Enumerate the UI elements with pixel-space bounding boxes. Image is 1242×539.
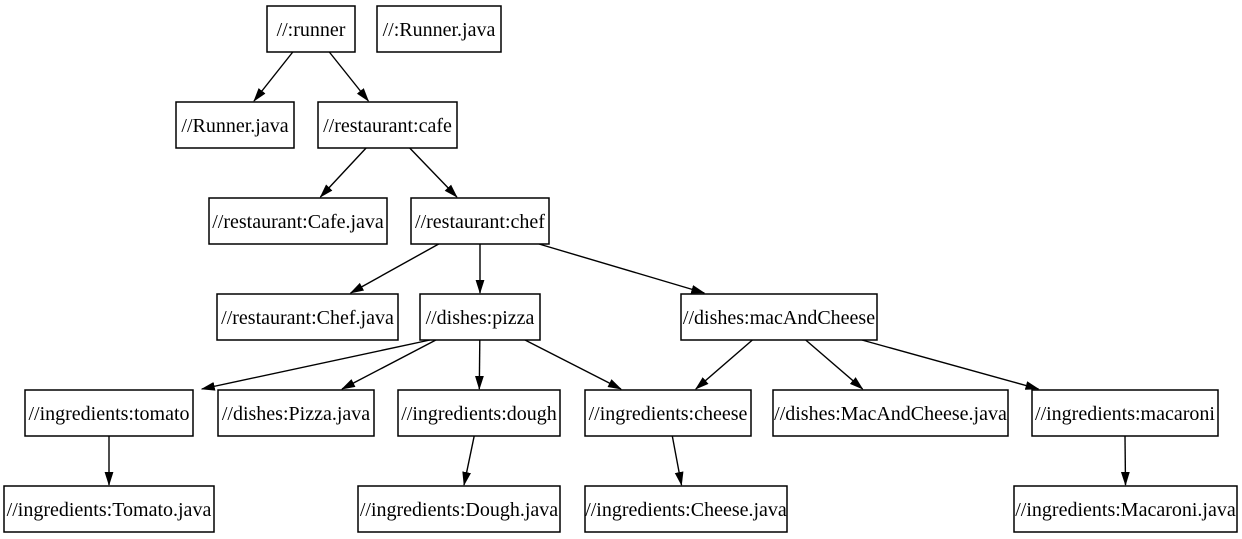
edge-runner-to-runner-java	[253, 51, 294, 102]
node-label-macaroni-java: //ingredients:Macaroni.java	[1015, 499, 1236, 521]
node-label-chef-java: //restaurant:Chef.java	[221, 307, 394, 329]
node-box-pizza-java	[217, 389, 375, 437]
node-box-chef-java	[216, 293, 399, 341]
node-macaroni-java: //ingredients:Macaroni.java	[1013, 485, 1238, 533]
node-colon-runner-java: //:Runner.java	[376, 5, 502, 53]
node-tomato-java: //ingredients:Tomato.java	[3, 485, 215, 533]
node-box-mac-and-cheese-java	[772, 389, 1009, 437]
edge-chef-to-chef-java	[349, 243, 440, 294]
node-box-dough-java	[357, 485, 561, 533]
node-label-tomato-java: //ingredients:Tomato.java	[7, 499, 212, 521]
edge-mac-and-cheese-to-mac-and-cheese-java	[805, 339, 864, 390]
edge-mac-and-cheese-to-cheese	[695, 339, 753, 390]
node-cafe: //restaurant:cafe	[317, 101, 458, 149]
node-box-runner-java	[175, 101, 295, 149]
node-box-macaroni	[1031, 389, 1219, 437]
node-label-cafe-java: //restaurant:Cafe.java	[212, 211, 384, 233]
edge-dough-to-dough-java	[462, 435, 475, 486]
node-label-mac-and-cheese: //dishes:macAndCheese	[683, 307, 875, 329]
node-label-pizza-java: //dishes:Pizza.java	[222, 403, 370, 425]
node-label-cheese-java: //ingredients:Cheese.java	[585, 499, 787, 521]
node-label-macaroni: //ingredients:macaroni	[1035, 403, 1215, 425]
node-label-dough: //ingredients:dough	[401, 403, 557, 425]
node-box-dough	[397, 389, 561, 437]
node-chef: //restaurant:chef	[410, 197, 550, 245]
node-label-mac-and-cheese-java: //dishes:MacAndCheese.java	[774, 403, 1007, 425]
node-box-tomato	[24, 389, 194, 437]
node-dough: //ingredients:dough	[397, 389, 561, 437]
node-runner: //:runner	[266, 5, 356, 53]
node-label-tomato: //ingredients:tomato	[28, 403, 189, 425]
node-label-dough-java: //ingredients:Dough.java	[360, 499, 558, 521]
node-label-runner: //:runner	[277, 19, 346, 41]
node-label-pizza: //dishes:pizza	[426, 307, 535, 329]
node-dough-java: //ingredients:Dough.java	[357, 485, 561, 533]
node-runner-java: //Runner.java	[175, 101, 295, 149]
edge-cheese-to-cheese-java	[671, 435, 684, 486]
node-mac-and-cheese-java: //dishes:MacAndCheese.java	[772, 389, 1009, 437]
node-box-pizza	[419, 293, 541, 341]
node-box-cafe	[317, 101, 458, 149]
node-tomato: //ingredients:tomato	[24, 389, 194, 437]
node-box-macaroni-java	[1013, 485, 1238, 533]
edge-pizza-to-dough	[475, 339, 484, 390]
node-box-mac-and-cheese	[680, 293, 878, 341]
edge-pizza-to-tomato	[200, 339, 431, 391]
node-cheese: //ingredients:cheese	[584, 389, 752, 437]
node-pizza-java: //dishes:Pizza.java	[217, 389, 375, 437]
node-label-cheese: //ingredients:cheese	[589, 403, 748, 425]
node-box-cheese-java	[584, 485, 788, 533]
edge-runner-to-cafe	[328, 51, 370, 102]
node-box-tomato-java	[3, 485, 215, 533]
edge-mac-and-cheese-to-macaroni	[861, 339, 1040, 390]
node-label-colon-runner-java: //:Runner.java	[383, 19, 496, 41]
node-macaroni: //ingredients:macaroni	[1031, 389, 1219, 437]
node-box-runner	[266, 5, 356, 53]
node-label-chef: //restaurant:chef	[415, 211, 545, 233]
edge-cafe-to-chef	[409, 147, 458, 198]
edge-cafe-to-cafe-java	[319, 147, 367, 198]
node-box-chef	[410, 197, 550, 245]
edge-pizza-to-cheese	[524, 339, 622, 390]
node-label-runner-java: //Runner.java	[181, 115, 288, 137]
node-cheese-java: //ingredients:Cheese.java	[584, 485, 788, 533]
node-box-cafe-java	[208, 197, 388, 245]
node-box-colon-runner-java	[376, 5, 502, 53]
node-pizza: //dishes:pizza	[419, 293, 541, 341]
edge-macaroni-to-macaroni-java	[1120, 435, 1130, 486]
edge-pizza-to-pizza-java	[341, 339, 437, 390]
edge-chef-to-mac-and-cheese	[538, 243, 706, 294]
node-cafe-java: //restaurant:Cafe.java	[208, 197, 388, 245]
node-box-cheese	[584, 389, 752, 437]
node-label-cafe: //restaurant:cafe	[323, 115, 452, 137]
node-mac-and-cheese: //dishes:macAndCheese	[680, 293, 878, 341]
node-chef-java: //restaurant:Chef.java	[216, 293, 399, 341]
